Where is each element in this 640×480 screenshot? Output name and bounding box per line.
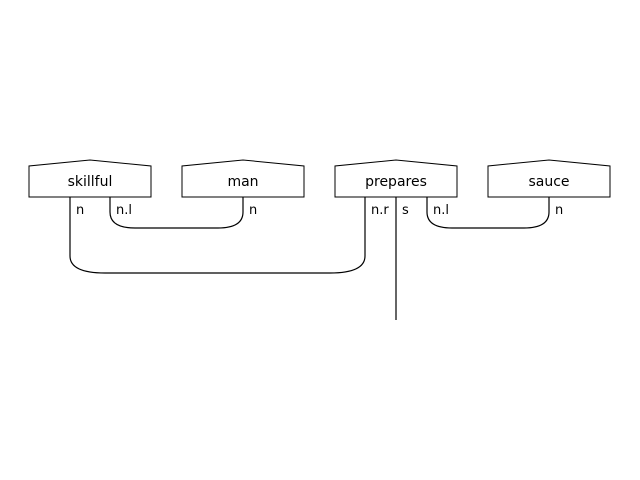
type-label-skillful-n: n [76, 203, 84, 218]
word-box-skillful: skillful [28, 159, 152, 198]
cup-wire-prepares-nl-sauce-n [426, 197, 550, 229]
cup-wire-skillful-n-prepares-nr [69, 197, 366, 274]
word-label-skillful: skillful [68, 174, 113, 190]
word-box-sauce: sauce [487, 159, 611, 198]
type-label-prepares-nr: n.r [371, 203, 389, 218]
cup-wire-skillful-nl-man-n [109, 197, 244, 229]
word-label-prepares: prepares [365, 174, 427, 190]
type-label-prepares-nl: n.l [433, 203, 449, 218]
word-box-shape [487, 159, 611, 198]
word-box-shape [28, 159, 152, 198]
type-label-sauce-n: n [555, 203, 563, 218]
word-box-man: man [181, 159, 305, 198]
word-box-prepares: prepares [334, 159, 458, 198]
word-box-shape [334, 159, 458, 198]
type-label-skillful-nl: n.l [116, 203, 132, 218]
word-label-sauce: sauce [528, 174, 569, 190]
type-label-prepares-s: s [402, 203, 409, 218]
word-box-shape [181, 159, 305, 198]
word-label-man: man [227, 174, 258, 190]
type-label-man-n: n [249, 203, 257, 218]
